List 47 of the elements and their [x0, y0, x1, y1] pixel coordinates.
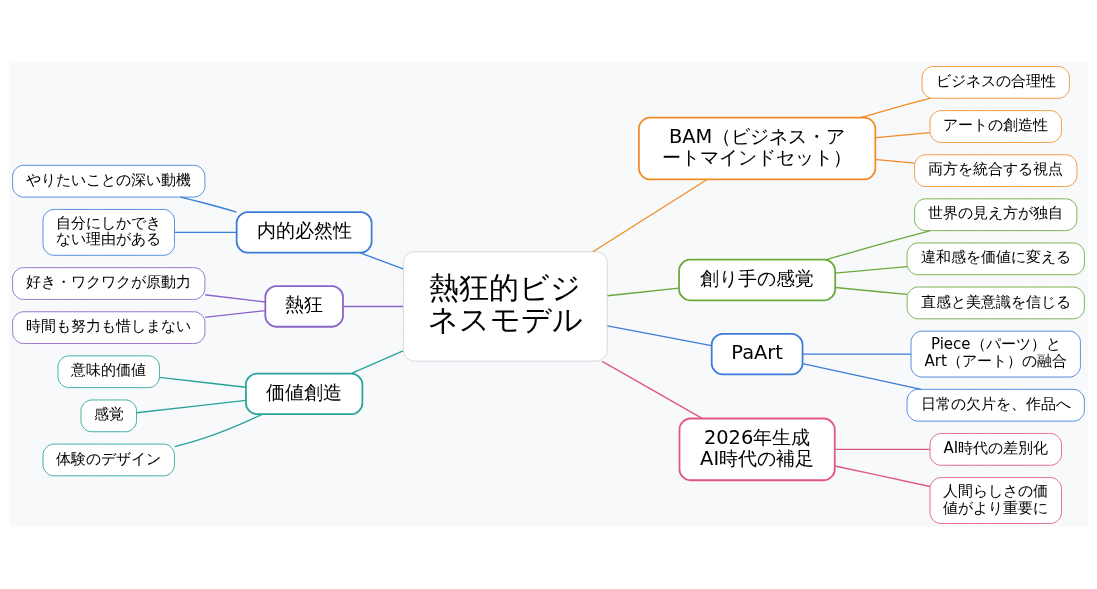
node-box: 世界の見え方が独自 — [914, 197, 1078, 231]
connector — [834, 464, 931, 487]
node-box: 直感と美意識を信じる — [906, 286, 1085, 319]
connector — [801, 352, 912, 355]
node-box: 時間も努力も惜しまない — [12, 310, 206, 344]
connector — [874, 131, 931, 138]
node-box: AI時代の差別化 — [929, 432, 1062, 466]
connector — [834, 265, 908, 274]
node-box: PaArt — [710, 332, 804, 375]
connector — [342, 305, 404, 307]
node-box: 創り手の感覚 — [678, 258, 837, 301]
node-box: アートの創造性 — [929, 109, 1062, 143]
connector — [179, 195, 238, 213]
connector — [606, 287, 680, 296]
connector — [158, 376, 247, 388]
node-box: 意味的価値 — [57, 354, 160, 388]
connector — [601, 360, 703, 419]
node-box: 熱狂的ビジネスモデル — [402, 250, 608, 362]
connector — [350, 349, 404, 374]
node-box: 違和感を価値に変える — [906, 242, 1085, 275]
connector — [359, 251, 404, 269]
connector — [834, 448, 931, 450]
node-box: 好き・ワクワクが原動力 — [12, 266, 206, 300]
node-box: ビジネスの合理性 — [921, 65, 1070, 99]
node-box: 内的必然性 — [235, 210, 373, 254]
node-box: 自分にしかできない理由がある — [42, 208, 175, 256]
connector — [135, 399, 247, 413]
node-box: 体験のデザイン — [42, 443, 175, 476]
node-box: 両方を統合する視点 — [914, 153, 1078, 187]
node-box: 日常の欠片を、作品へ — [906, 388, 1085, 422]
connector — [174, 231, 238, 233]
node-box: BAM（ビジネス・アートマインドセット） — [638, 116, 877, 180]
node-box: 2026年生成AI時代の補足 — [678, 417, 836, 481]
node-box: やりたいことの深い動機 — [12, 164, 206, 197]
connector — [606, 324, 713, 346]
node-box: 人間らしさの価値がより重要に — [929, 476, 1062, 524]
node-box: 熱狂 — [264, 284, 344, 328]
connector — [834, 286, 908, 295]
node-box: 感覚 — [80, 399, 137, 432]
connector — [204, 293, 266, 303]
connector — [874, 158, 916, 164]
node-box: 価値創造 — [245, 372, 364, 415]
connector — [592, 178, 708, 252]
node-box: Piece（パーツ）とArt（アート）の融合 — [910, 330, 1081, 377]
connector — [859, 97, 931, 118]
connector — [204, 309, 266, 318]
connector — [174, 413, 264, 447]
